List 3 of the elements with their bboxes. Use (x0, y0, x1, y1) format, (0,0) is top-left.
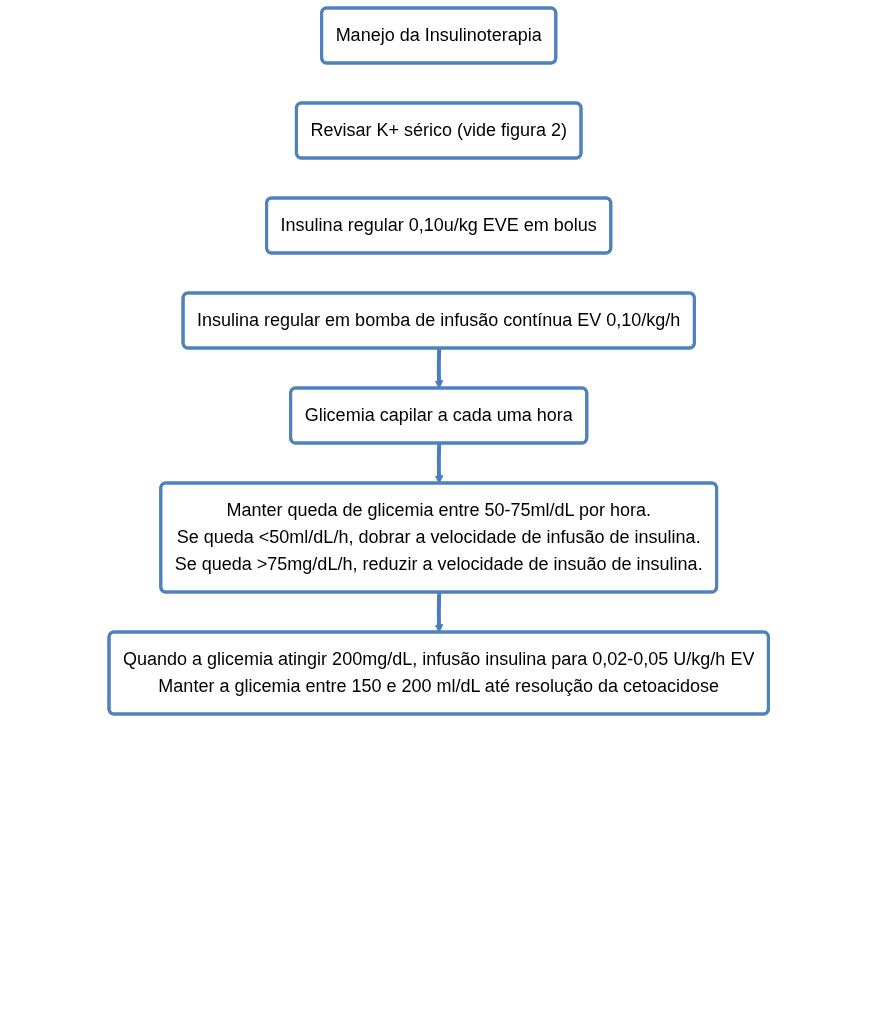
arrow (434, 592, 444, 633)
arrow (434, 348, 444, 389)
arrow (434, 443, 444, 484)
